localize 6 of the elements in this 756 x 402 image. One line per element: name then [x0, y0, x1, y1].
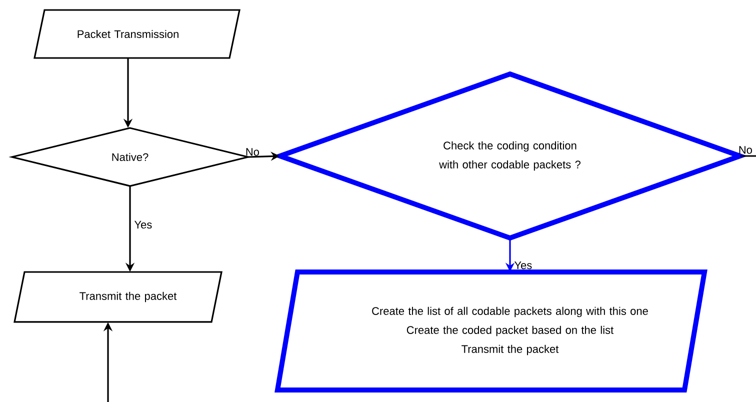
edge-label: No: [739, 146, 752, 154]
edge-label: No: [246, 148, 259, 156]
parallelogram-box: Packet Transmission: [34, 9, 240, 59]
parallelogram-box: Transmit the packet: [14, 271, 222, 323]
edge-label: Yes: [134, 220, 152, 229]
edge-label: Yes: [514, 261, 532, 270]
